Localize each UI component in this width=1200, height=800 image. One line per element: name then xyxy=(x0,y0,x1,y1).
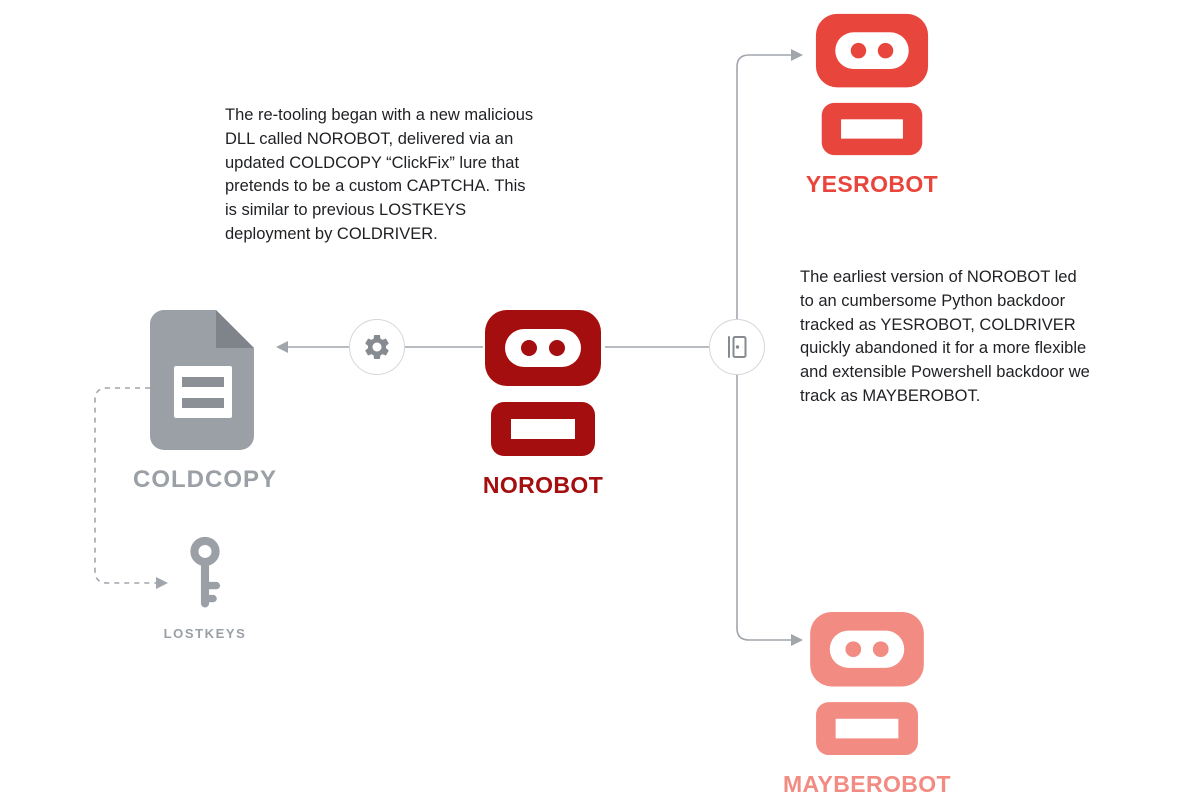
gear-connector-badge xyxy=(349,319,405,375)
coldcopy-label: COLDCOPY xyxy=(133,466,278,493)
mayberobot-label: MAYBEROBOT xyxy=(783,771,951,797)
node-coldcopy: COLDCOPY xyxy=(133,310,276,494)
lostkeys-key-icon xyxy=(179,534,231,616)
coldcopy-document-icon xyxy=(150,310,260,450)
yesrobot-label: YESROBOT xyxy=(805,171,939,197)
node-norobot: NOROBOT xyxy=(482,308,604,499)
yesrobot-robot-icon xyxy=(814,12,930,157)
mayberobot-robot-icon xyxy=(808,610,926,757)
node-mayberobot: MAYBEROBOT xyxy=(783,610,951,798)
lostkeys-label: LOSTKEYS xyxy=(163,626,247,641)
gear-icon xyxy=(362,332,392,362)
door-connector-badge xyxy=(709,319,765,375)
node-lostkeys: LOSTKEYS xyxy=(164,534,245,641)
norobot-label: NOROBOT xyxy=(482,472,604,498)
intro-paragraph: The re-tooling began with a new maliciou… xyxy=(225,106,534,243)
node-yesrobot: YESROBOT xyxy=(806,12,938,198)
norobot-robot-icon xyxy=(483,308,603,458)
door-icon xyxy=(723,333,751,361)
yesrobot-paragraph: The earliest version of NOROBOT led to a… xyxy=(800,268,1090,405)
